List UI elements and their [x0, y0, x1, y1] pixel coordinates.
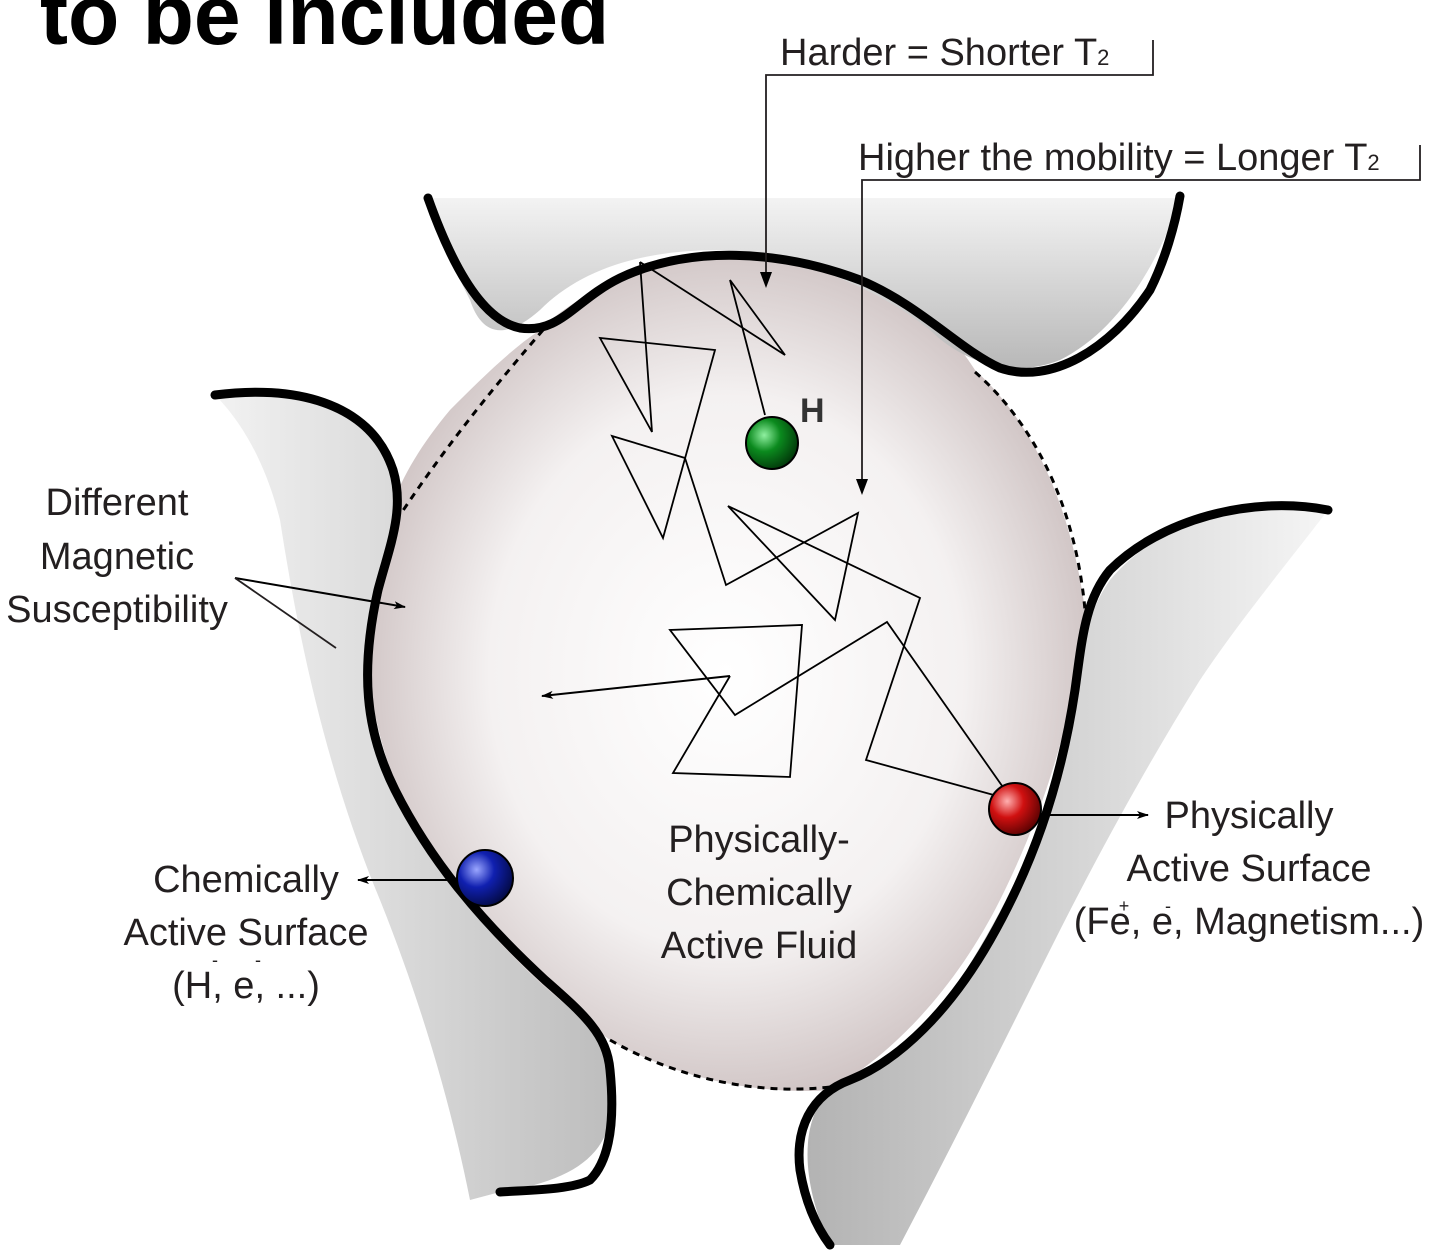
svg-text:Physically: Physically: [1165, 795, 1334, 837]
svg-text:Chemically: Chemically: [153, 859, 339, 901]
svg-text:-: -: [1165, 896, 1171, 916]
physical-surface-label: Physically Active Surface (Fe, e, Magnet…: [1074, 795, 1425, 943]
svg-text:Physically-: Physically-: [668, 819, 850, 861]
magnetic-label: Different Magnetic Susceptibility: [6, 482, 228, 631]
svg-text:Active Surface: Active Surface: [1127, 848, 1372, 890]
svg-text:Chemically: Chemically: [666, 872, 852, 914]
hydrogen-sphere: [746, 417, 798, 469]
svg-text:-: -: [255, 950, 261, 970]
svg-text:Different: Different: [46, 482, 189, 524]
svg-text:Active Surface: Active Surface: [124, 912, 369, 954]
svg-text:-: -: [212, 950, 218, 970]
harder-label: Harder = Shorter T2: [780, 32, 1109, 74]
svg-text:(H, e, ...): (H, e, ...): [172, 965, 320, 1007]
fluid-label: Physically- Chemically Active Fluid: [661, 819, 857, 967]
mobility-label: Higher the mobility = Longer T2: [858, 137, 1380, 179]
svg-text:Magnetic: Magnetic: [40, 536, 194, 578]
svg-text:Susceptibility: Susceptibility: [6, 589, 228, 631]
slide-title: to be included: [40, 0, 609, 62]
svg-text:Active Fluid: Active Fluid: [661, 925, 857, 967]
chemical-site-sphere: [457, 850, 513, 906]
svg-text:+: +: [1119, 896, 1130, 916]
physical-site-sphere: [989, 783, 1041, 835]
chemical-surface-label: Chemically Active Surface (H, e, ...) - …: [124, 859, 369, 1007]
hydrogen-label: H: [800, 392, 825, 430]
